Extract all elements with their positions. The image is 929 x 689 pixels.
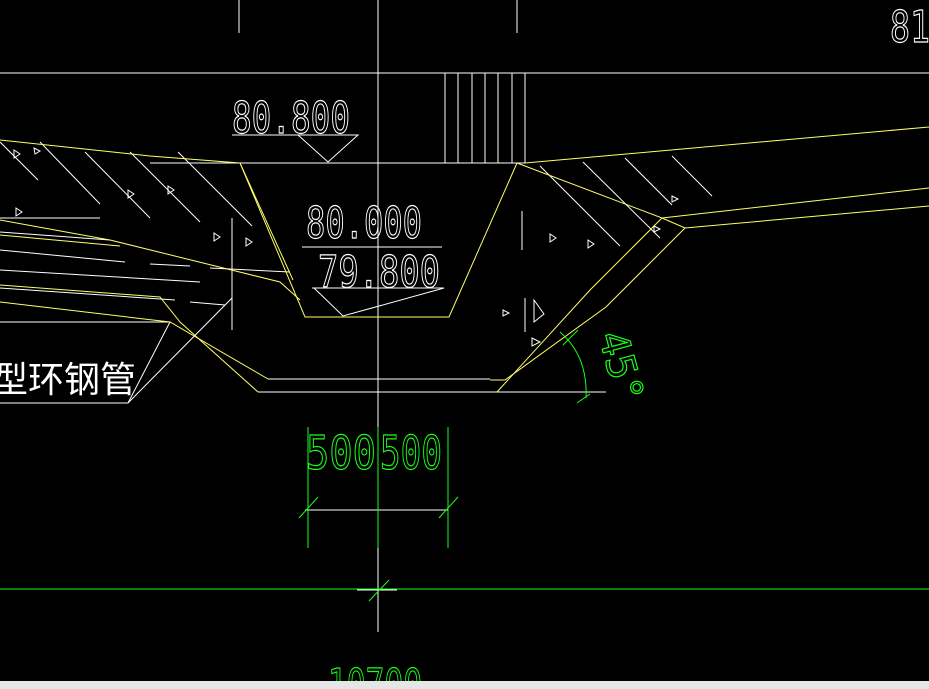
elevation-top-label: 80.800 [232,93,350,144]
right-ground [524,126,929,164]
pipe-outline [0,321,171,404]
right-berm [516,162,929,219]
bottom-window-edge [0,681,929,689]
trench-profile [0,139,518,318]
angle-arc [559,331,587,399]
diagonal-left-lower [127,297,233,404]
elevation-bottom-label: 79.800 [318,247,440,298]
left-layer-2 [0,234,121,247]
elevation-mid-label: 80.000 [306,198,422,249]
elevation-marker-bottom [312,287,445,317]
aggregate-symbols [13,147,680,347]
right-slope-outer [490,227,686,381]
corner-top-right-label: 81 [890,2,929,53]
green-linework [0,329,929,602]
hatch-left [0,141,291,306]
yellow-linework [0,126,929,393]
dim-left-label: 500 [306,426,376,480]
hatch-right [539,155,713,247]
angle-label: 45° [589,326,652,408]
dim-right-label: 500 [380,426,442,480]
right-slope-inner [496,217,663,393]
white-linework [0,0,929,632]
right-berm-lower [661,205,929,229]
vertical-hatch-block [444,73,526,163]
left-layer-4 [0,284,259,393]
left-layer-3 [0,301,269,380]
left-layer-1 [0,219,301,301]
elevation-marker-top [232,134,360,163]
pipe-label: 型环钢管 [0,360,136,401]
